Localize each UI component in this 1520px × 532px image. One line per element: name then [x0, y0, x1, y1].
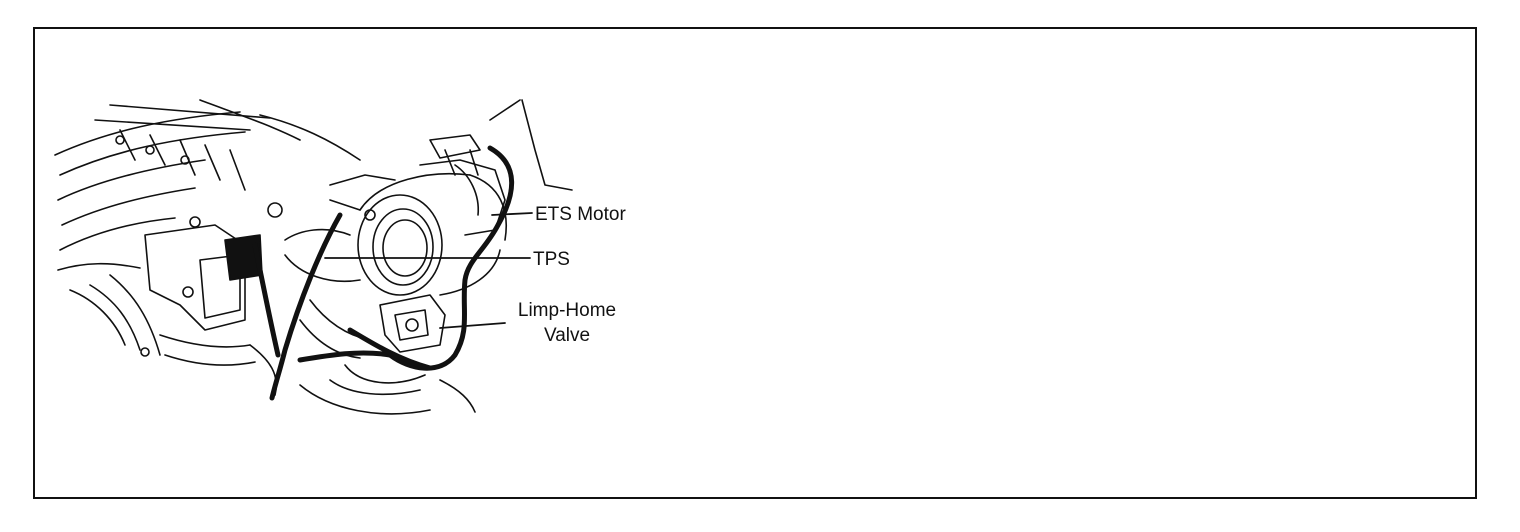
lower-hoses	[159, 299, 476, 415]
ets-motor-housing	[419, 134, 506, 236]
intake-manifold	[54, 99, 361, 356]
ets-motor-leader	[491, 212, 533, 216]
limp-home-leader	[439, 322, 506, 329]
leader-lines	[324, 212, 533, 329]
figure-frame	[33, 27, 1477, 499]
limp-home-valve-label: Limp-Home Valve	[507, 298, 627, 348]
throttle-body	[284, 172, 507, 296]
bracket-block	[144, 224, 263, 331]
background-bracket	[489, 99, 573, 191]
tps-label: TPS	[533, 249, 570, 270]
ets-motor-label: ETS Motor	[535, 204, 626, 225]
limp-home-label-line1: Limp-Home	[517, 300, 617, 321]
limp-home-valve	[329, 294, 446, 396]
limp-home-label-line2: Valve	[543, 325, 591, 346]
